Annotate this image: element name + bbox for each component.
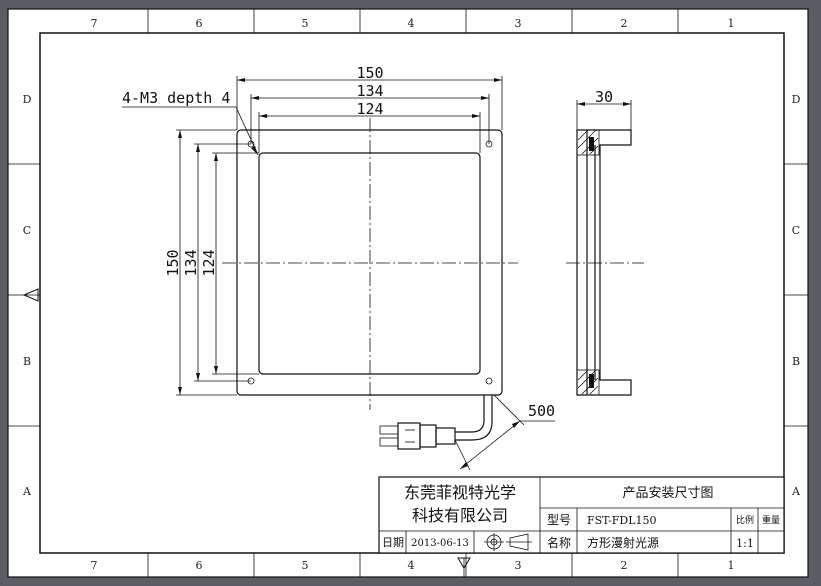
zone-col-top-7: 7 [91,17,98,30]
zone-row-right-b: B [792,355,800,368]
side-screw-top [589,137,594,151]
model-label: 型号 [547,513,571,527]
zone-row-left-c: C [23,224,31,237]
zone-row-right-a: A [791,485,801,498]
zone-col-top-4: 4 [408,17,415,30]
zone-col-bottom-7: 7 [91,559,98,572]
zone-row-right-c: C [792,224,800,237]
dim-height-124: 124 [200,249,218,276]
zone-row-right-d: D [792,93,801,106]
cable-assembly [379,395,493,450]
zone-col-top-2: 2 [621,17,628,30]
emitting-window [258,152,481,375]
name-value: 方形漫射光源 [587,535,659,550]
company-name-line2: 科技有限公司 [412,506,508,525]
connector-pin-upper [379,425,399,435]
dim-width-124: 124 [356,100,383,118]
scale-label: 比例 [736,514,754,526]
dim-height-134: 134 [182,249,200,276]
zone-col-top-1: 1 [728,17,735,30]
date-value: 2013-06-13 [411,538,469,549]
zone-col-bottom-5: 5 [302,559,309,572]
dim-cable-500: 500 [528,402,555,420]
dim-height-150: 150 [164,249,182,276]
dim-width-134: 134 [356,82,383,100]
name-label: 名称 [547,535,571,550]
projection-symbol-icon [484,533,532,551]
weight-label: 重量 [762,514,780,526]
outer-frame [236,129,503,396]
drawing-title: 产品安装尺寸图 [622,486,713,501]
connector-housing [397,422,421,450]
title-block: 东莞菲视特光学 科技有限公司 产品安装尺寸图 型号 FST-FDL150 比例 … [378,476,785,554]
side-screw-bottom [589,374,594,388]
zone-row-left-b: B [23,355,31,368]
model-value: FST-FDL150 [587,514,657,527]
zone-col-top-6: 6 [196,17,203,30]
zone-row-left-a: A [22,485,32,498]
zone-col-top-5: 5 [302,17,309,30]
company-name-line1: 东莞菲视特光学 [404,483,516,502]
zone-col-top-3: 3 [515,17,522,30]
zone-col-bottom-1: 1 [728,559,735,572]
zone-row-left-d: D [23,93,32,106]
left-centering-arrow-icon [22,288,39,302]
side-view: 30 [566,88,644,396]
dim-thickness-30: 30 [595,88,613,106]
zone-col-bottom-4: 4 [408,559,415,572]
zone-dividers [8,9,808,577]
zone-col-bottom-6: 6 [196,559,203,572]
front-view: 150 134 124 150 134 124 4-M3 depth 4 [122,64,555,471]
date-label: 日期 [382,536,404,549]
zone-col-bottom-2: 2 [621,559,628,572]
zone-col-bottom-3: 3 [515,559,522,572]
scale-value: 1:1 [736,537,754,550]
dim-width-150: 150 [356,64,383,82]
connector-pin-lower [379,437,399,447]
thread-callout-text: 4-M3 depth 4 [122,89,230,107]
